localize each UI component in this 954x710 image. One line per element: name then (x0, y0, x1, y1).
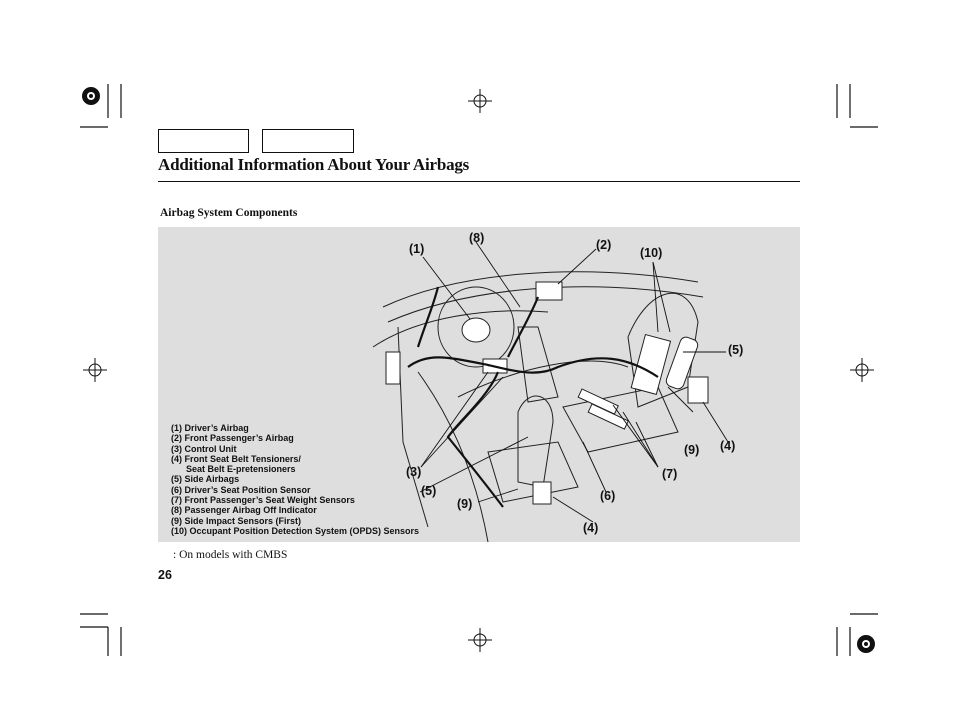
page-title: Additional Information About Your Airbag… (158, 155, 470, 174)
legend-item: (2) Front Passenger’s Airbag (171, 433, 294, 444)
callout-10: (10) (640, 246, 663, 260)
legend-item: Seat Belt E-pretensioners (186, 464, 296, 475)
legend-item: (1) Driver’s Airbag (171, 423, 249, 433)
callout-9-left: (9) (457, 497, 473, 511)
airbag-diagram-panel: (1) (8) (2) (10) (5) (9) (4) (3) (7) (5)… (158, 227, 800, 543)
legend-item: (5) Side Airbags (171, 474, 240, 485)
callout-5-right: (5) (728, 343, 744, 357)
vehicle-interior-illustration (372, 241, 729, 543)
legend-item: (3) Control Unit (171, 443, 237, 454)
steering-wheel-shape (437, 286, 515, 368)
legend-item: (6) Driver’s Seat Position Sensor (171, 484, 311, 495)
section-tab-1[interactable] (158, 129, 249, 153)
registration-burst-top-left (82, 87, 100, 105)
callout-4-left: (4) (583, 521, 599, 535)
callout-2: (2) (596, 238, 612, 252)
legend-item: (4) Front Seat Belt Tensioners/ (171, 453, 301, 464)
section-subheading: Airbag System Components (160, 207, 298, 219)
page-number: 26 (158, 568, 172, 582)
passenger-seatback-shape (627, 292, 699, 408)
callout-1: (1) (409, 242, 425, 256)
driver-seatback-shape (517, 395, 554, 488)
callout-3: (3) (406, 465, 422, 479)
callout-8: (8) (469, 231, 485, 245)
legend-item: (10) Occupant Position Detection System … (171, 525, 420, 536)
passenger-seat-cushion-shape (562, 386, 679, 453)
legend-item: (8) Passenger Airbag Off Indicator (171, 505, 317, 516)
title-rule (158, 181, 800, 182)
legend-item: (7) Front Passenger’s Seat Weight Sensor… (171, 495, 355, 506)
callout-5-left: (5) (421, 484, 437, 498)
component-legend: (1) Driver’s Airbag (2) Front Passenger’… (171, 423, 419, 536)
registration-burst-bottom-right (857, 635, 875, 653)
callout-6: (6) (600, 489, 616, 503)
callout-9-right: (9) (684, 443, 700, 457)
footnote: : On models with CMBS (173, 549, 288, 561)
legend-item: (9) Side Impact Sensors (First) (171, 515, 302, 526)
callout-4-right: (4) (720, 439, 736, 453)
callout-7: (7) (662, 467, 678, 481)
section-tab-2[interactable] (262, 129, 354, 153)
